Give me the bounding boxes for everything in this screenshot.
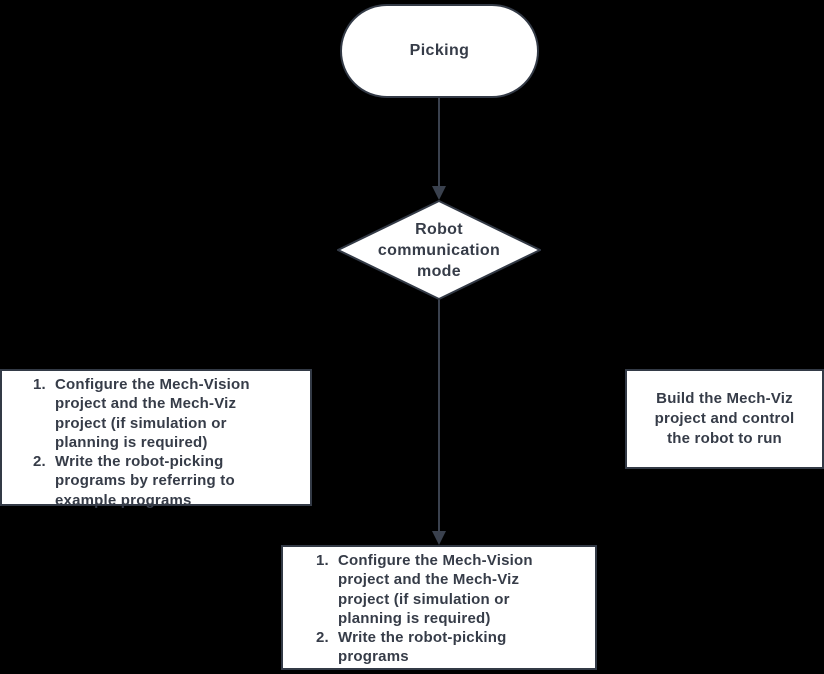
list-item-number: 2. [33,453,46,471]
start-node-label: Picking [409,42,470,59]
branch-box-right-text: Build the Mech-Viz project and control t… [654,390,795,447]
branch-box-left: 1. Configure the Mech-Vision project and… [0,369,312,509]
list-item-text: Write the robot-picking programs by refe… [55,453,235,509]
edge-decision-to-bottom-box [432,300,446,545]
arrow-down-icon [432,186,446,200]
list-item: 2. Write the robot-picking programs by r… [33,452,302,510]
start-node-picking: Picking [340,4,539,98]
list-item-number: 2. [316,629,329,647]
list-item-text: Configure the Mech-Vision project and th… [338,552,533,627]
list-item-text: Configure the Mech-Vision project and th… [55,376,250,451]
list-item-number: 1. [316,552,329,569]
edge-picking-to-decision [432,97,446,200]
list-item: 1. Configure the Mech-Vision project and… [33,375,302,452]
list-item: 2. Write the robot-picking programs [316,628,587,667]
list-item: 1. Configure the Mech-Vision project and… [316,551,587,628]
diamond-shape [337,200,541,300]
list-item-text: Write the robot-picking programs [338,629,507,666]
branch-box-right: Build the Mech-Viz project and control t… [625,369,824,469]
arrow-down-icon [432,531,446,545]
decision-node-robot-communication-mode: Robot communication mode [337,200,541,300]
result-box-bottom: 1. Configure the Mech-Vision project and… [281,545,597,670]
list-item-number: 1. [33,376,46,393]
decision-node-label: Robot communication mode [377,220,501,280]
